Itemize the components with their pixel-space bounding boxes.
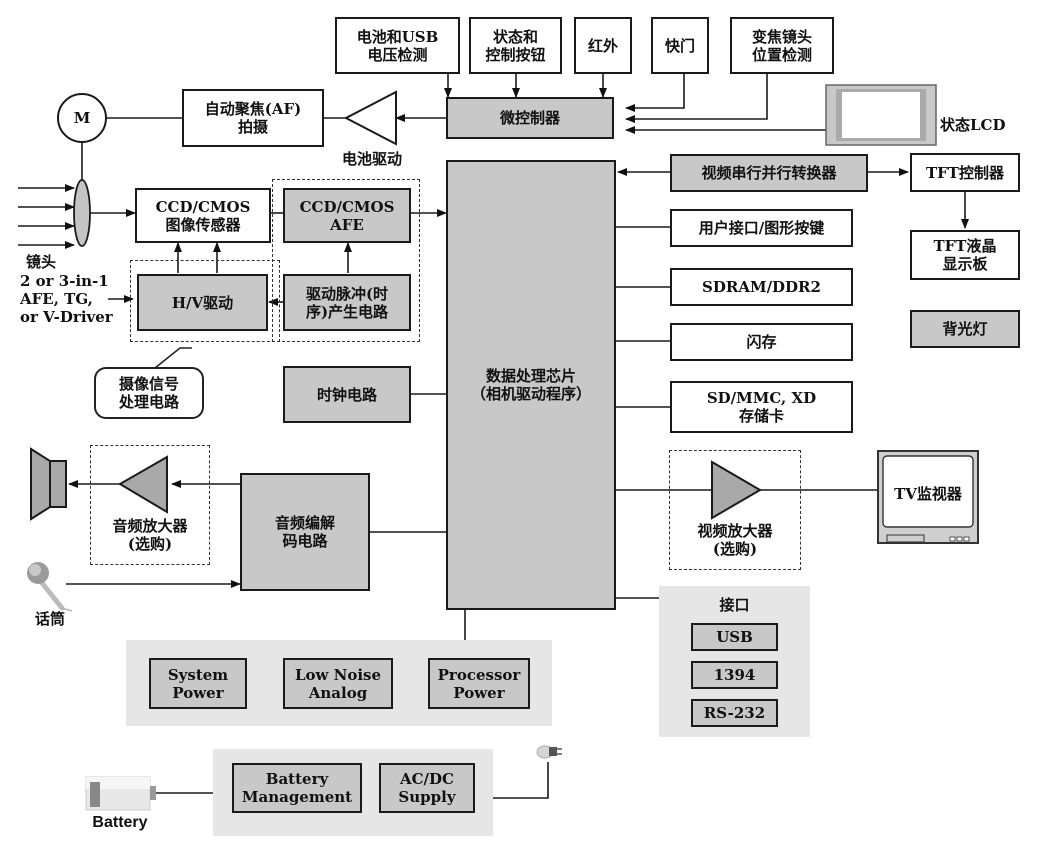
battery-label: Battery: [92, 814, 148, 831]
interfaces-title: 接口: [719, 596, 750, 614]
autofocus-block: 自动聚焦(AF) 拍摄: [182, 89, 324, 147]
usb-interface-block: USB: [691, 623, 778, 651]
power-plug-icon: [536, 745, 562, 759]
audio-amp-dashed-group: [90, 445, 210, 565]
wire-supply-to-plug: [492, 762, 549, 799]
wire-zoom-to-mcu: [625, 74, 768, 123]
video-amp-dashed-group: [669, 450, 801, 570]
tft-controller-block: TFT控制器: [910, 153, 1020, 192]
status-lcd-icon: [825, 84, 937, 146]
rs232-interface-block: RS-232: [691, 699, 778, 727]
system-power-block: System Power: [149, 658, 247, 709]
hv-driver-block: H/V驱动: [137, 274, 268, 331]
microphone-label: 话筒: [34, 610, 65, 628]
ac-dc-supply-block: AC/DC Supply: [379, 763, 475, 813]
lens-label: 镜头: [26, 253, 57, 271]
tv-monitor-label: TV监视器: [894, 485, 962, 503]
pulse-generator-block: 驱动脉冲(时 序)产生电路: [283, 274, 411, 331]
lens-icon: [73, 179, 91, 247]
sdram-block: SDRAM/DDR2: [670, 268, 853, 306]
clock-circuit-block: 时钟电路: [283, 366, 411, 423]
sensor-dashed-group-b: [130, 260, 280, 342]
motor-label: M: [73, 109, 91, 127]
flash-memory-block: 闪存: [670, 323, 853, 361]
status-control-buttons-block: 状态和 控制按钮: [469, 17, 562, 74]
infrared-block: 红外: [574, 17, 632, 74]
microcontroller-block: 微控制器: [446, 97, 614, 139]
video-amp-label: 视频放大器 (选购): [697, 522, 773, 558]
battery-management-block: Battery Management: [232, 763, 362, 813]
ieee1394-interface-block: 1394: [691, 661, 778, 689]
user-interface-keys-block: 用户接口/图形按键: [670, 209, 853, 247]
battery-usb-voltage-detect-block: 电池和USB 电压检测: [335, 17, 460, 74]
audio-amp-label: 音频放大器 (选购): [112, 517, 188, 553]
speaker-icon: [30, 447, 67, 521]
motor-icon: [57, 93, 107, 143]
image-sensor-block: CCD/CMOS 图像传感器: [135, 188, 271, 243]
battery-icon: [85, 776, 156, 811]
data-processor-chip: 数据处理芯片 （相机驱动程序）: [446, 160, 616, 610]
low-noise-analog-block: Low Noise Analog: [283, 658, 393, 709]
audio-codec-block: 音频编解 码电路: [240, 473, 370, 591]
tft-lcd-panel-block: TFT液晶 显示板: [910, 230, 1020, 280]
backlight-block: 背光灯: [910, 310, 1020, 348]
video-serial-parallel-converter-block: 视频串行并行转换器: [670, 154, 868, 192]
afe-block: CCD/CMOS AFE: [283, 188, 411, 243]
processor-power-block: Processor Power: [428, 658, 530, 709]
battery-driver-amp-icon: [343, 90, 397, 146]
wire-shutter-to-mcu: [625, 74, 685, 112]
signal-processing-callout: 摄像信号 处理电路: [94, 367, 204, 419]
tv-monitor-icon: [877, 450, 979, 544]
shutter-block: 快门: [651, 17, 709, 74]
afe-tg-note: 2 or 3-in-1 AFE, TG, or V-Driver: [20, 272, 113, 326]
memory-card-block: SD/MMC, XD 存储卡: [670, 381, 853, 433]
video-amp-icon: [711, 460, 762, 520]
audio-amp-icon: [118, 455, 168, 514]
status-lcd-label: 状态LCD: [940, 116, 1006, 134]
battery-driver-label: 电池驱动: [341, 150, 402, 168]
microphone-icon: [27, 562, 73, 612]
zoom-lens-position-detect-block: 变焦镜头 位置检测: [730, 17, 834, 74]
